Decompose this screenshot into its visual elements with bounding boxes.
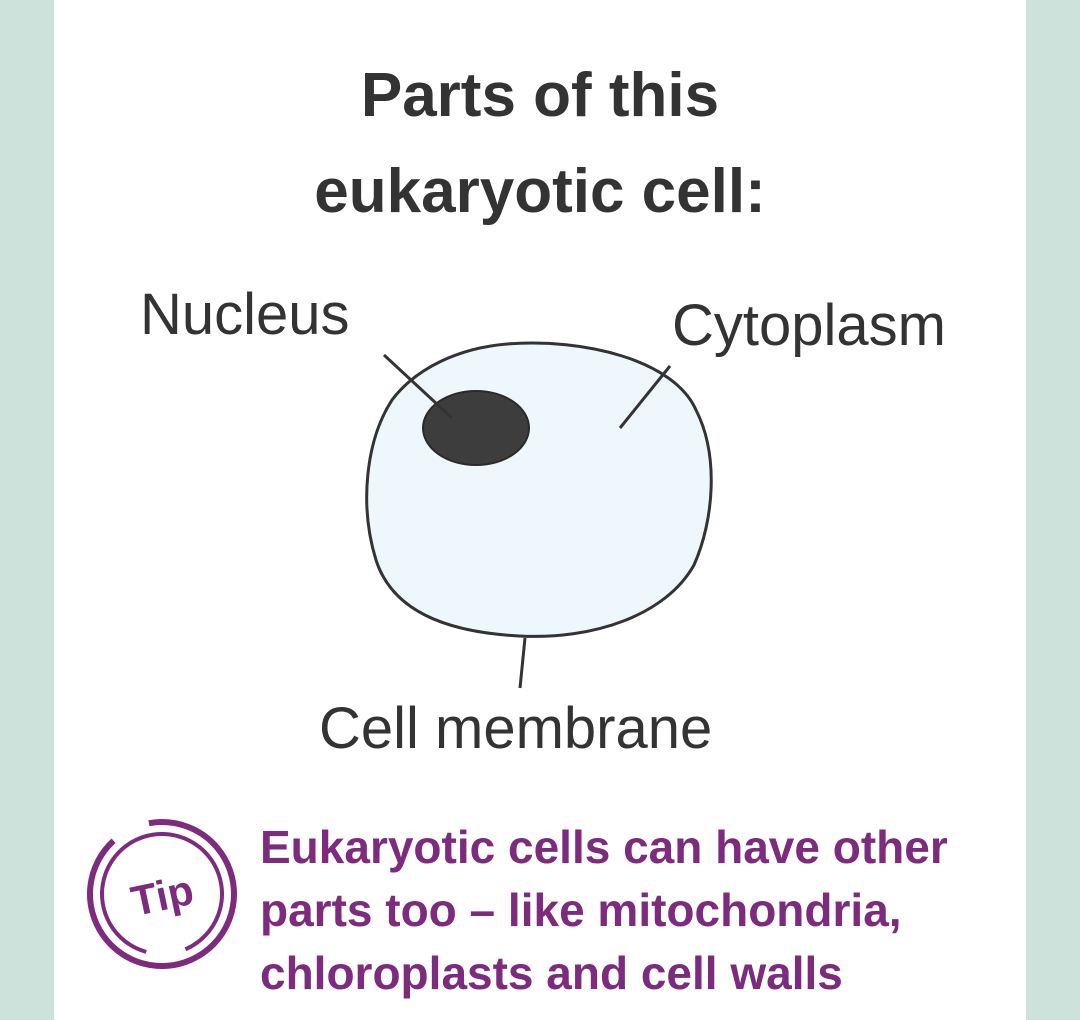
nucleus-shape: [422, 390, 530, 466]
cytoplasm-leader-line: [618, 365, 672, 429]
nucleus-leader-line: [382, 353, 454, 420]
tip-line-3: chloroplasts and cell walls: [260, 947, 843, 999]
cell-membrane-label: Cell membrane: [319, 696, 712, 761]
tip-line-1: Eukaryotic cells can have other: [260, 821, 948, 873]
cytoplasm-label: Cytoplasm: [672, 293, 946, 358]
tip-badge-label: Tip: [127, 866, 198, 925]
cell-diagram: Nucleus Cytoplasm Cell membrane: [140, 282, 946, 761]
nucleus-label: Nucleus: [140, 282, 350, 347]
title-line-2: eukaryotic cell:: [314, 157, 766, 226]
tip-text: Eukaryotic cells can have other parts to…: [260, 816, 1020, 1005]
tip-line-2: parts too – like mitochondria,: [260, 884, 902, 936]
content-card: Parts of this eukaryotic cell: Nucleus C…: [54, 0, 1026, 1020]
title-line-1: Parts of this: [360, 61, 720, 130]
membrane-leader-line: [518, 637, 527, 689]
tip-badge-icon: Tip: [87, 819, 237, 969]
page-title: Parts of this eukaryotic cell:: [54, 48, 1026, 240]
